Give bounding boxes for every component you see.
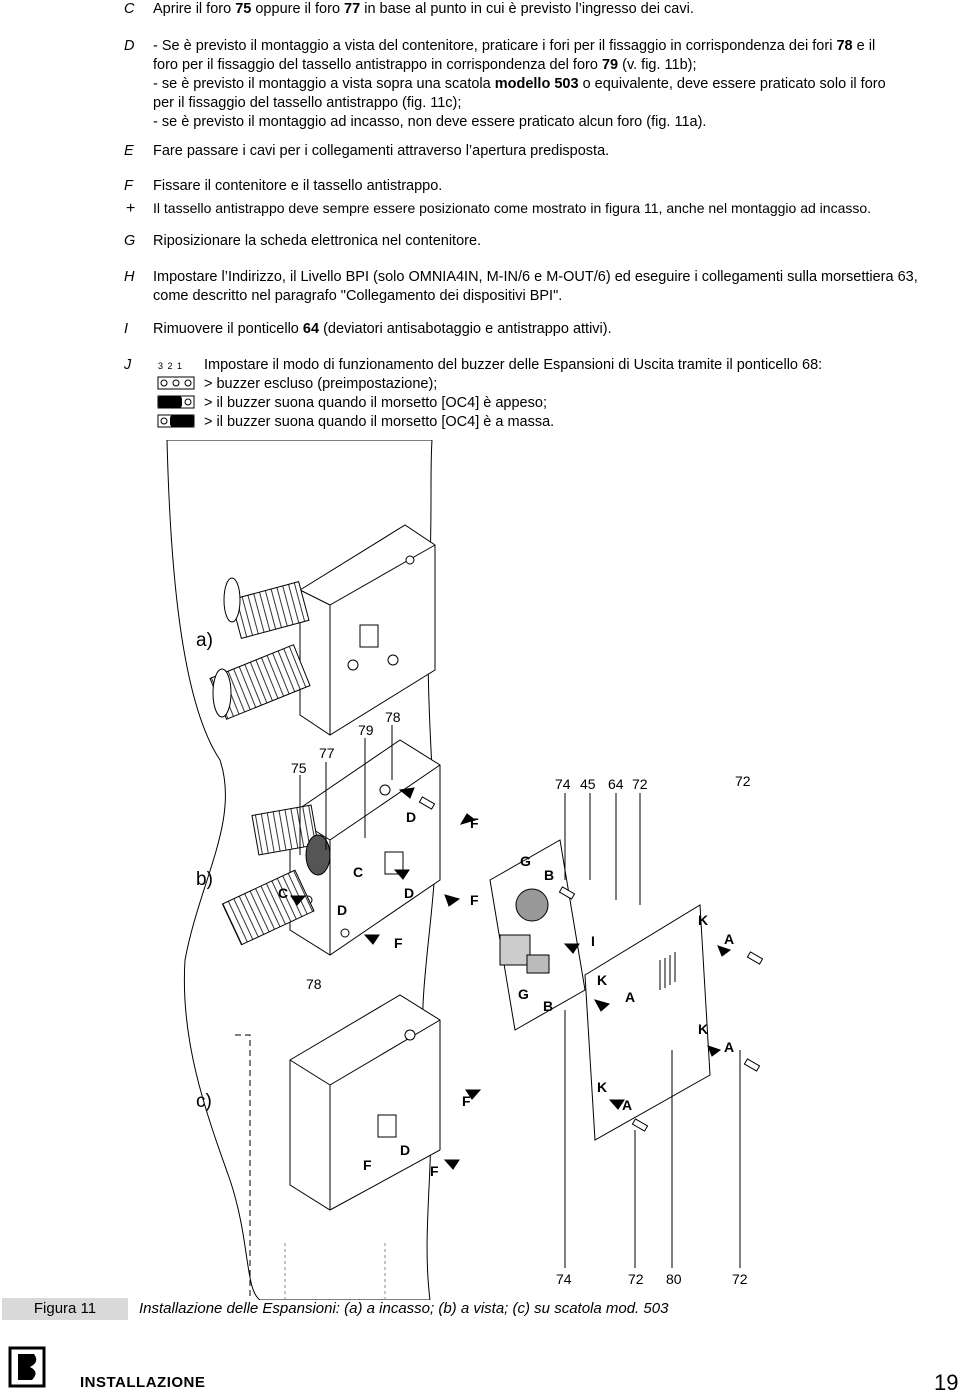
step-letter: C <box>124 1 135 17</box>
jumper-1-2-icon <box>157 395 195 409</box>
callout-72c-bottom: 72 <box>732 1271 748 1287</box>
callout-78: 78 <box>385 709 401 725</box>
box-b <box>289 739 441 956</box>
callout-79: 79 <box>358 722 374 738</box>
box-c <box>235 994 441 1300</box>
step-letter: F <box>124 178 133 194</box>
jumper-pin-numbers: 3 2 1 <box>158 361 184 371</box>
section-title: INSTALLAZIONE <box>80 1374 206 1391</box>
letter-k2: K <box>597 972 607 988</box>
letter-k3: K <box>698 1021 708 1037</box>
brand-logo-icon <box>8 1346 46 1388</box>
callout-78-bottom: 78 <box>306 976 322 992</box>
letter-g: G <box>520 853 531 869</box>
step-letter: D <box>124 38 135 54</box>
letter-f: F <box>470 815 479 831</box>
pcb <box>489 839 586 1031</box>
callout-80-bottom: 80 <box>666 1271 682 1287</box>
letter-a: A <box>724 931 734 947</box>
letter-a2: A <box>625 989 635 1005</box>
label-c: c) <box>196 1091 212 1112</box>
callout-72: 72 <box>632 776 648 792</box>
conduit-b <box>251 804 331 876</box>
step-letter: E <box>124 143 134 159</box>
box-a <box>299 524 436 736</box>
letter-f3: F <box>394 935 403 951</box>
conduits-a <box>209 577 311 720</box>
letter-b2: B <box>543 998 553 1014</box>
step-letter: H <box>124 269 135 285</box>
letter-a3: A <box>724 1039 734 1055</box>
letter-f6: F <box>430 1163 439 1179</box>
cover <box>584 904 711 1141</box>
figure-11-diagram: a) b) c) 78 79 77 75 74 45 64 72 72 78 7… <box>166 440 764 1300</box>
callout-45: 45 <box>580 776 596 792</box>
callout-72b: 72 <box>735 773 751 789</box>
callout-64: 64 <box>608 776 624 792</box>
step-letter: G <box>124 233 136 249</box>
letter-a4: A <box>622 1097 632 1113</box>
letter-g2: G <box>518 986 529 1002</box>
letter-c2: C <box>353 864 363 880</box>
letter-c: C <box>278 885 288 901</box>
letter-k4: K <box>597 1079 607 1095</box>
figure-label: Figura 11 <box>2 1298 128 1320</box>
figure-caption: Installazione delle Espansioni: (a) a in… <box>139 1300 669 1317</box>
letter-d: D <box>406 809 416 825</box>
callout-74-bottom: 74 <box>556 1271 572 1287</box>
letter-f5: F <box>363 1157 372 1173</box>
step-letter: I <box>124 321 129 337</box>
letter-d2: D <box>337 902 347 918</box>
callout-74: 74 <box>555 776 571 792</box>
letter-f2: F <box>470 892 479 908</box>
letter-b: B <box>544 867 554 883</box>
letter-f4: F <box>462 1093 471 1109</box>
page-number: 19 <box>934 1370 959 1395</box>
cable-b <box>221 869 315 946</box>
callout-72-bottom: 72 <box>628 1271 644 1287</box>
label-b: b) <box>196 869 213 890</box>
note-icon: + <box>126 200 136 217</box>
callout-75: 75 <box>291 760 307 776</box>
letter-d3: D <box>404 885 414 901</box>
letter-d4: D <box>400 1142 410 1158</box>
jumper-2-3-icon <box>157 414 195 428</box>
letter-k: K <box>698 912 708 928</box>
label-a: a) <box>196 630 213 651</box>
step-letter: J <box>124 357 132 373</box>
callout-77: 77 <box>319 745 335 761</box>
jumper-open-icon <box>157 376 195 390</box>
letter-i: I <box>591 933 595 949</box>
